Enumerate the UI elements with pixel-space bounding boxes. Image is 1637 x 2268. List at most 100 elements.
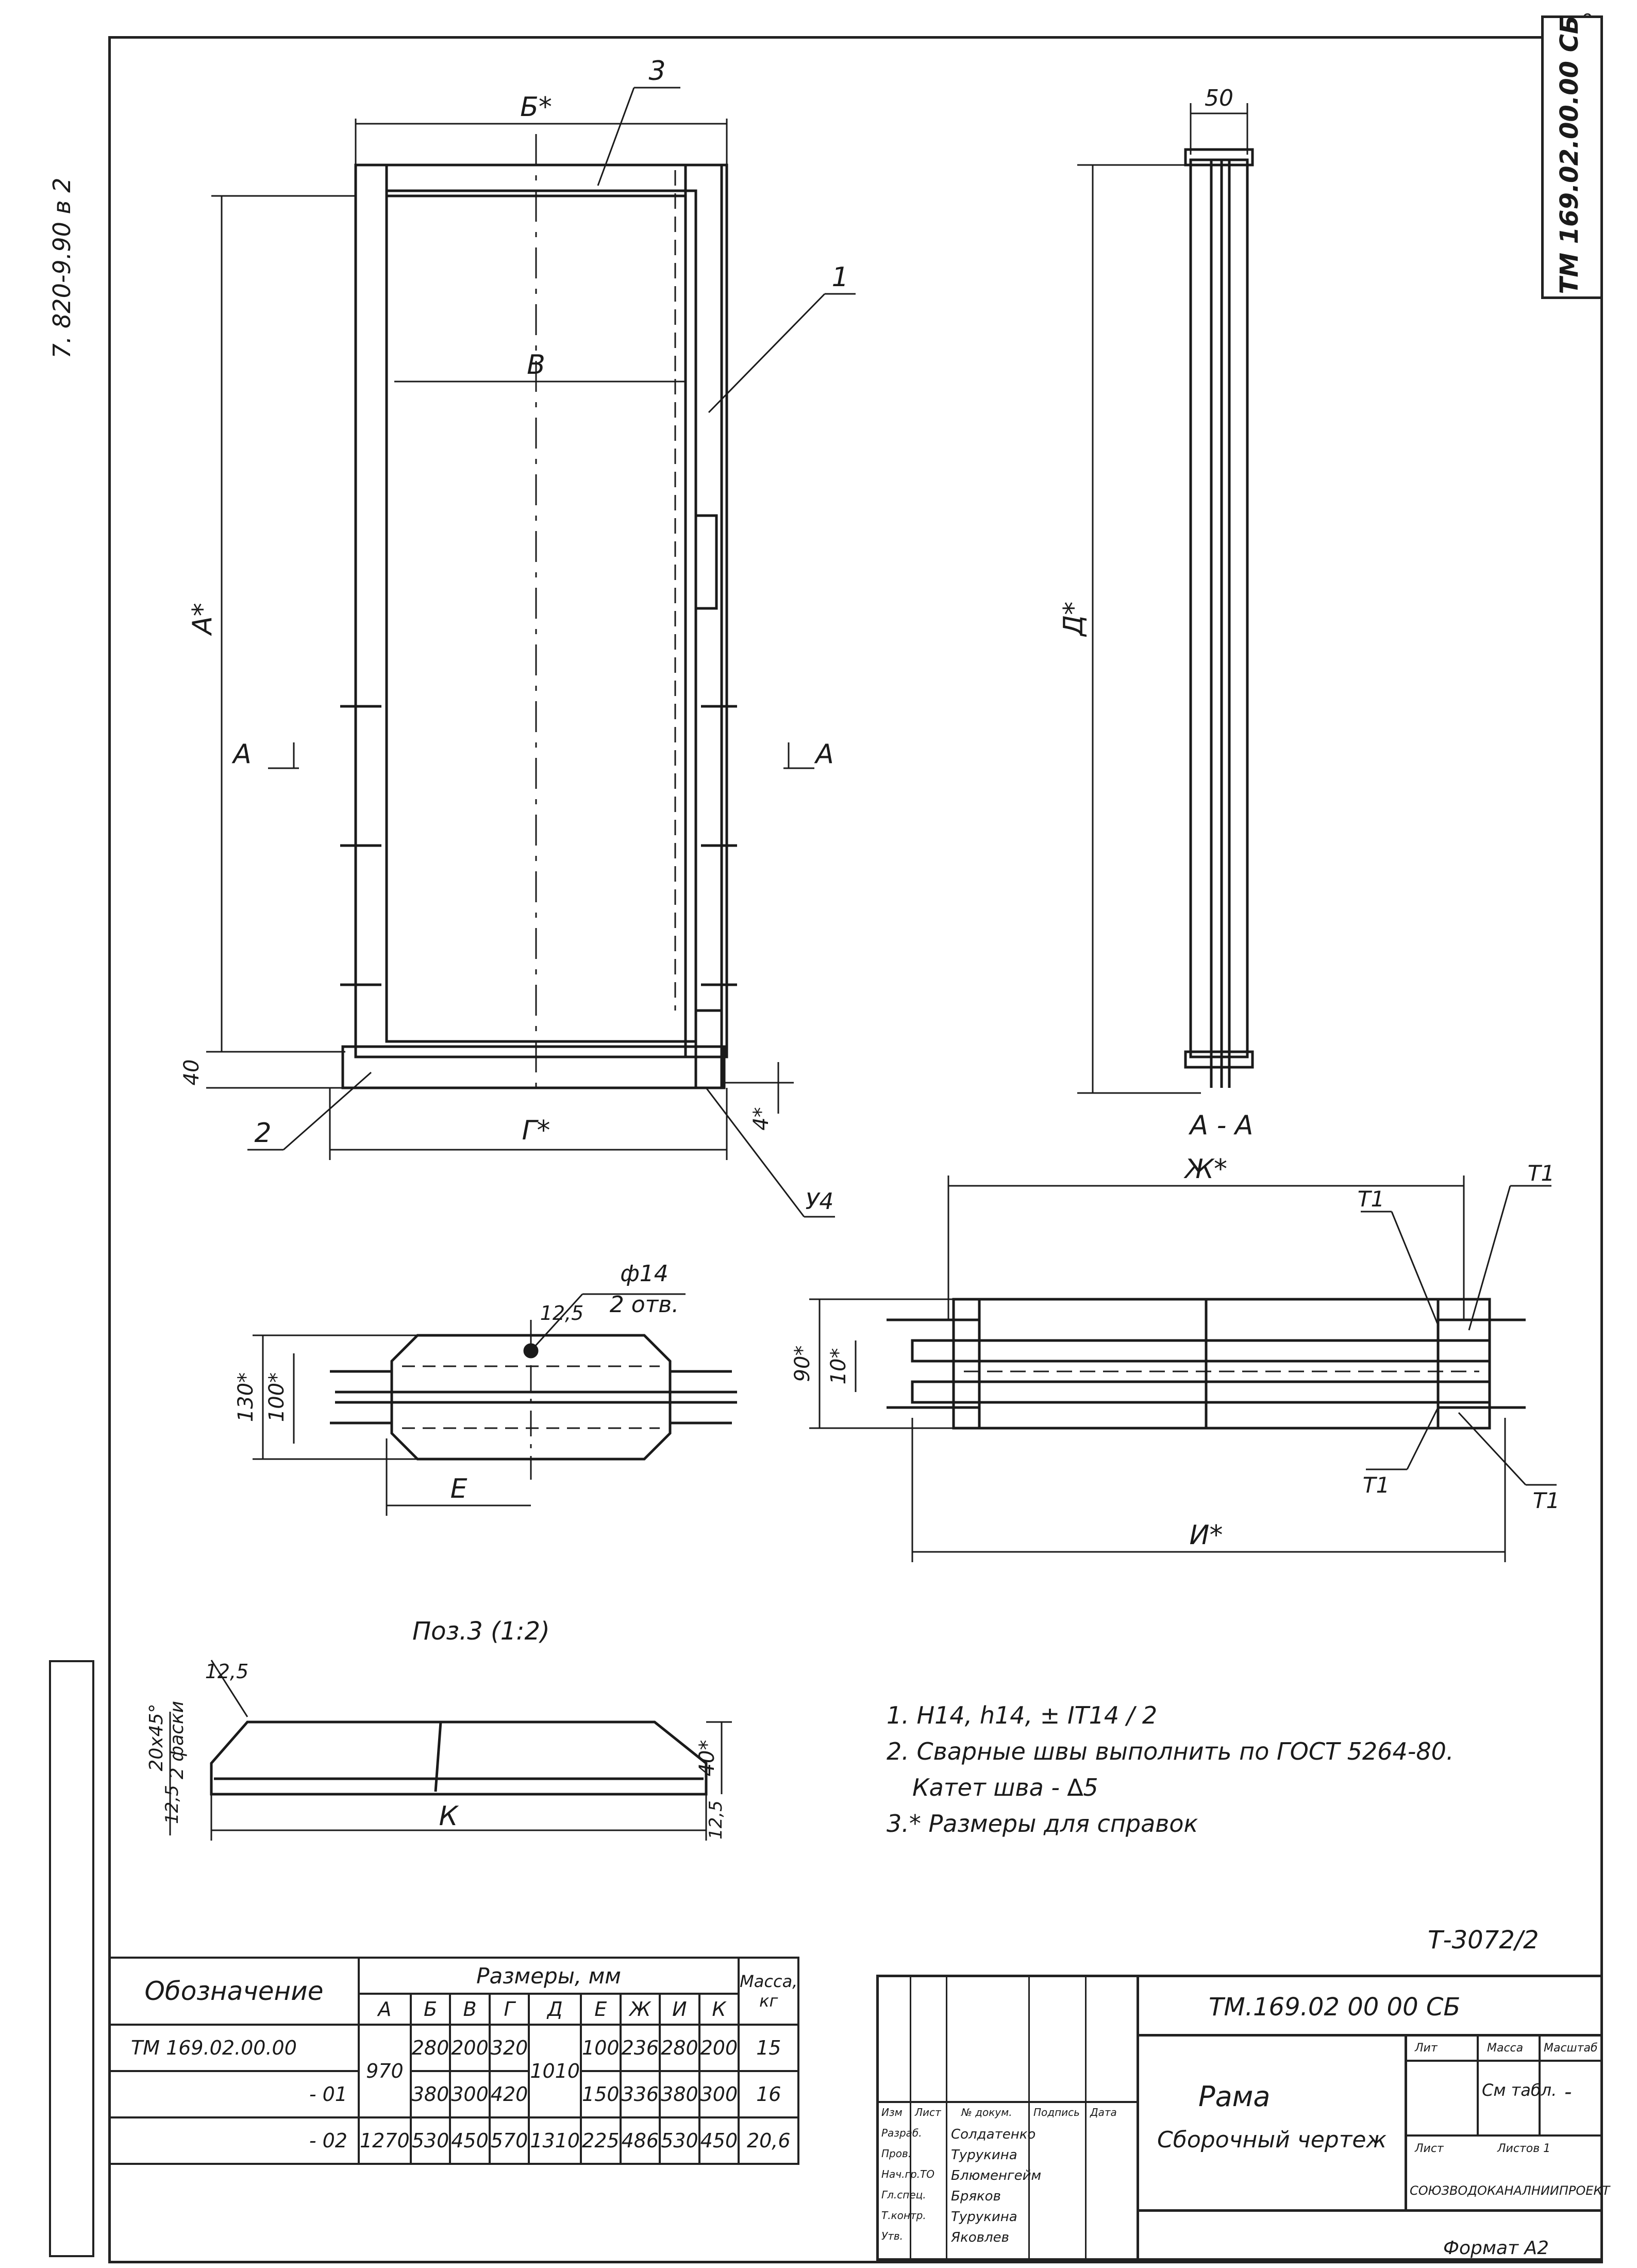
dim-10-label: 10*: [827, 1348, 850, 1385]
col-letter-a: А: [358, 1993, 412, 2026]
table-row: - 02 1270 530 450 570 1310 225 486 530 4…: [108, 2116, 800, 2165]
cell-e: 100: [580, 2024, 622, 2072]
sheet-frame: [108, 36, 1603, 2263]
row-designation: ТМ 169.02.00.00: [108, 2024, 360, 2072]
dim-100-label: 100*: [265, 1372, 289, 1422]
dim-zh-label: Ж*: [1183, 1154, 1227, 1185]
tb-sheet-label: Лист: [1415, 2142, 1444, 2155]
tb-sheets-label: Листов 1: [1497, 2142, 1551, 2155]
col-letter-b: Б: [409, 1993, 452, 2026]
cell-g: 570: [488, 2116, 530, 2165]
inventory-number: Т-3072/2: [1428, 1926, 1539, 1955]
title-block: ТМ.169.02 00 00 СБ Рама Сборочный чертеж…: [876, 1975, 1610, 2261]
cell-v: 200: [449, 2024, 491, 2072]
hole-count-label: 2 отв.: [610, 1292, 679, 1318]
cell-g: 420: [488, 2070, 530, 2118]
pos3-chamfer-2: 2 фаски: [166, 1701, 188, 1779]
col-group-sizes: Размеры, мм: [357, 1957, 740, 1995]
dim-a-label: А*: [187, 603, 218, 636]
sizes-table: Обозначение Размеры, мм Масса, кг А Б В …: [108, 1957, 800, 2165]
large-section: [887, 1298, 1526, 1430]
dim-e-label: Е: [450, 1474, 467, 1504]
dim-b-label: Б*: [520, 92, 552, 123]
col-letter-e: Е: [580, 1993, 622, 2026]
t1-label-4: Т1: [1533, 1488, 1560, 1513]
dim-130-label: 130*: [234, 1372, 258, 1422]
tb-name-5: Турукина: [951, 2209, 1017, 2225]
tb-head-scale: Масштаб: [1544, 2042, 1598, 2055]
t1-label-3: Т1: [1363, 1472, 1390, 1498]
row-designation: - 01: [108, 2070, 360, 2118]
tb-role-1: Разраб.: [881, 2127, 922, 2139]
dim-v-label: В: [527, 350, 545, 380]
cell-d-shared: 1010: [528, 2024, 582, 2118]
tb-scale-val: -: [1564, 2080, 1572, 2104]
tb-role-2: Пров.: [881, 2147, 912, 2160]
note-2b: Катет шва - ∆5: [912, 1774, 1098, 1801]
tb-role-3: Нач.гр.ТО: [881, 2168, 934, 2180]
cell-mass: 20,6: [738, 2116, 800, 2165]
cell-b: 380: [409, 2070, 452, 2118]
cell-k: 200: [698, 2024, 740, 2072]
section-aa-caption: А - А: [1189, 1110, 1254, 1141]
note-3: 3.* Размеры для справок: [887, 1810, 1198, 1837]
tb-head-lit: Лит: [1415, 2042, 1438, 2055]
drawing-area: Б* В А* Г* 40 4* 3 1 2 А А У4 50 Д* А - …: [146, 56, 1560, 1841]
cell-a-shared: 970: [358, 2024, 412, 2118]
doc-code-box: [1541, 15, 1603, 299]
cell-i: 280: [659, 2024, 700, 2072]
col-letter-i: И: [659, 1993, 700, 2026]
tb-organization: СОЮЗВОДОКАНАЛНИИПРОЕКТ: [1410, 2183, 1610, 2198]
cell-b: 530: [409, 2116, 452, 2165]
col-letter-d: Д: [528, 1993, 582, 2026]
tb-code: ТМ.169.02 00 00 СБ: [1209, 1993, 1461, 2022]
dim-4-label: 4*: [749, 1107, 773, 1130]
cell-b: 280: [409, 2024, 452, 2072]
pos3-title: Поз.3 (1:2): [412, 1617, 550, 1646]
pos3-part: [210, 1720, 708, 1796]
tb-role-4: Гл.спец.: [881, 2189, 926, 2201]
tb-subtitle: Сборочный чертеж: [1157, 2127, 1387, 2153]
note-1: 1. Н14, h14, ± IT14 / 2: [887, 1701, 1158, 1729]
pos3-dim-k: К: [439, 1801, 459, 1832]
cell-e: 225: [580, 2116, 622, 2165]
small-section: [330, 1320, 737, 1480]
dim-90-label: 90*: [791, 1346, 814, 1382]
row-designation: - 02: [108, 2116, 360, 2165]
tb-col-sign: Подпись: [1033, 2106, 1080, 2118]
cell-mass: 15: [738, 2024, 800, 2072]
t1-label-2: Т1: [1528, 1161, 1555, 1186]
cell-mass: 16: [738, 2070, 800, 2118]
cell-a: 1270: [358, 2116, 412, 2165]
tb-head-mass: Масса: [1487, 2042, 1524, 2055]
tb-role-5: Т.контр.: [881, 2209, 926, 2222]
tb-name-3: Блюменгейм: [951, 2168, 1042, 2183]
col-designation: Обозначение: [108, 1957, 360, 2026]
tb-name-2: Турукина: [951, 2147, 1017, 2163]
tb-col-list: Лист: [915, 2106, 941, 2118]
col-mass: Масса, кг: [738, 1957, 800, 2026]
col-letter-k: К: [698, 1993, 740, 2026]
left-stamp-strip: [49, 1660, 94, 2257]
cut-mark-right: А: [814, 739, 834, 770]
tb-mass-val: См табл.: [1482, 2080, 1557, 2100]
col-letter-v: В: [449, 1993, 491, 2026]
weld-label: У4: [806, 1188, 834, 1215]
tb-col-doc: № докум.: [961, 2106, 1012, 2118]
pos3-dim-125: 12,5: [205, 1660, 249, 1683]
cell-i: 530: [659, 2116, 700, 2165]
cell-v: 450: [449, 2116, 491, 2165]
front-view-frame: [340, 134, 737, 1098]
dim-d-label: Д*: [1058, 602, 1089, 637]
t1-label-1: Т1: [1358, 1186, 1384, 1212]
tb-role-6: Утв.: [881, 2230, 903, 2242]
pos3-dim-40: 40*: [695, 1740, 719, 1777]
pos3-dim-125b: 12,5: [162, 1785, 182, 1824]
dim-50-label: 50: [1205, 85, 1233, 111]
cell-g: 320: [488, 2024, 530, 2072]
cell-zh: 236: [619, 2024, 661, 2072]
tb-name-4: Бряков: [951, 2189, 1001, 2204]
cell-v: 300: [449, 2070, 491, 2118]
note-2a: 2. Сварные швы выполнить по ГОСТ 5264-80…: [887, 1737, 1454, 1765]
tb-name: Рама: [1198, 2080, 1271, 2113]
